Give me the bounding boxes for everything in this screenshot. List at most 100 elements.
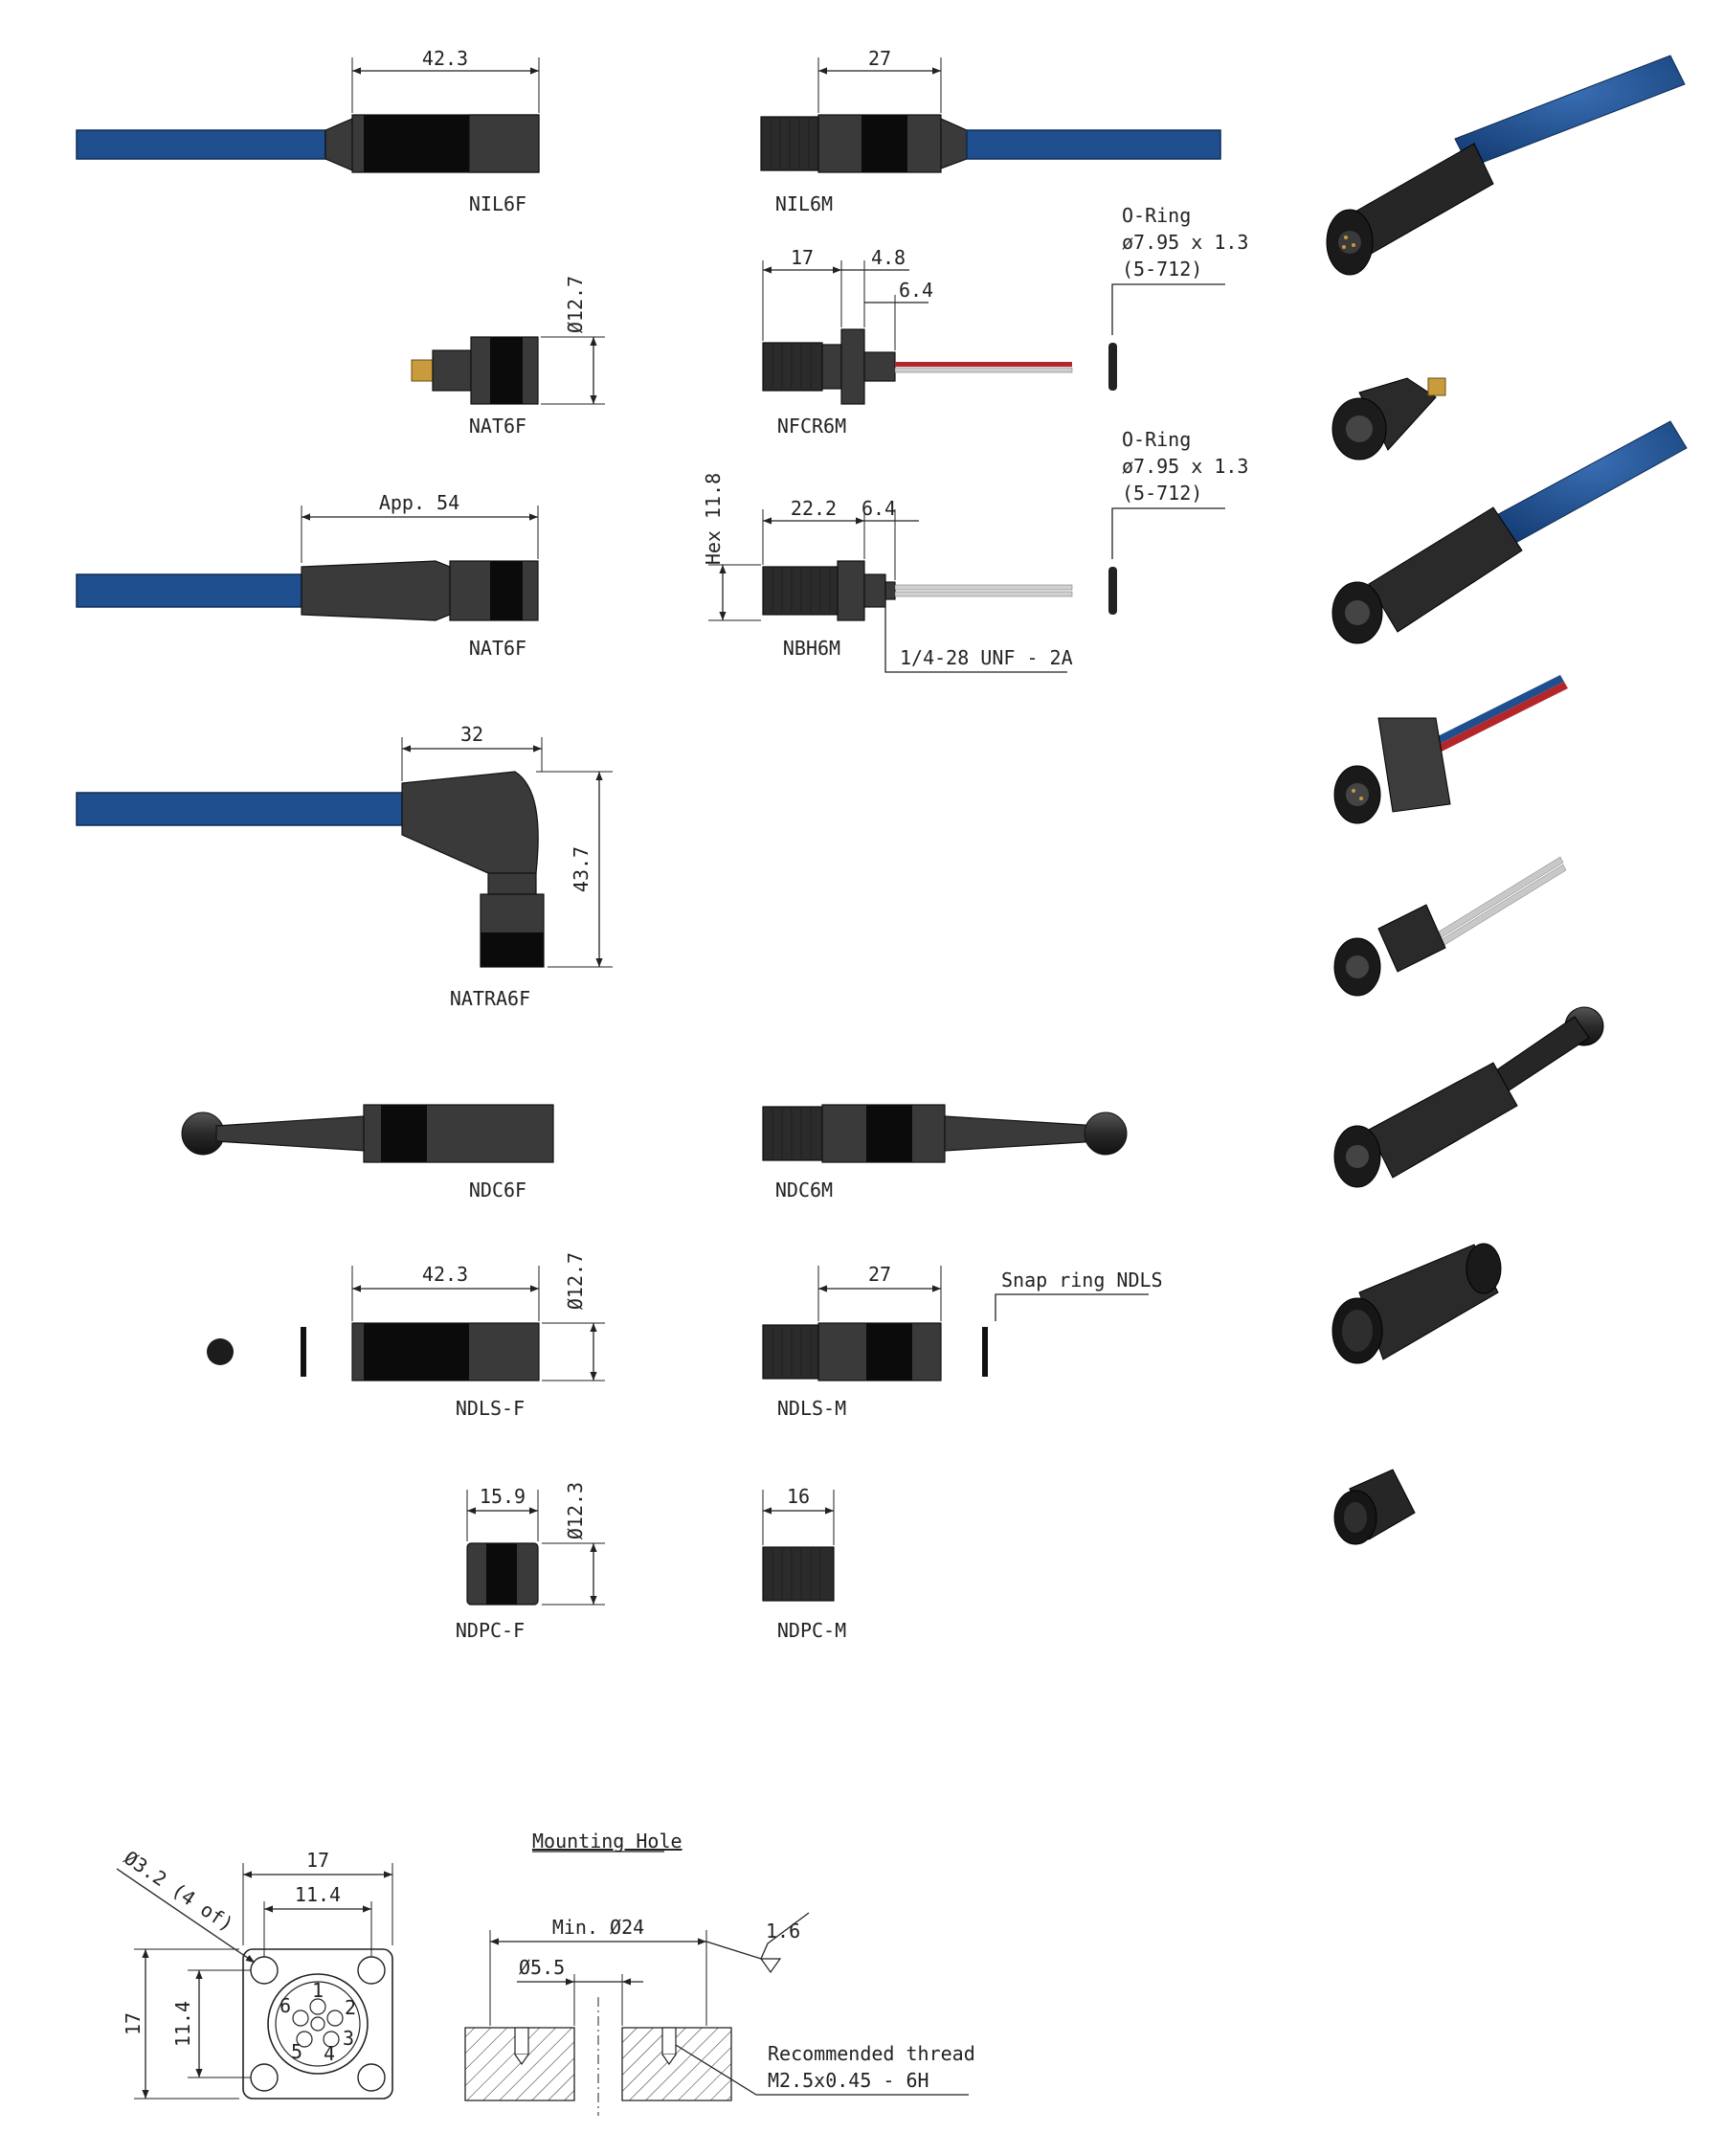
dimension-label: Hex 11.8 (702, 473, 725, 565)
nbh6m-drawing: Hex 11.8 22.2 6.4 1/4-28 UNF - 2A NBH6M (702, 473, 1073, 673)
wire (894, 591, 1073, 597)
dust-cap-strap (944, 1115, 1100, 1152)
pin-center (310, 2016, 325, 2032)
overmold (301, 560, 451, 621)
dimension-label: App. 54 (379, 491, 459, 514)
panel-section-right (621, 2027, 732, 2101)
grip-band (381, 1105, 427, 1162)
dimension-label: Ø5.5 (519, 1956, 565, 1979)
part-label: NDC6M (775, 1179, 833, 1202)
grip-band (866, 1323, 912, 1381)
cable (76, 792, 403, 826)
threaded-end (762, 1324, 819, 1380)
grip-band (364, 115, 469, 172)
ndpc-m-drawing: 16 NDPC-M (762, 1485, 846, 1642)
wire (894, 584, 1073, 591)
dimension-label: 27 (868, 47, 891, 70)
rear-body (863, 351, 896, 382)
pin (326, 2010, 344, 2027)
nfcr6m-drawing: 17 4.8 6.4 NFCR6M (762, 246, 1073, 438)
part-label: NIL6M (775, 192, 833, 215)
pin-number: 3 (343, 2027, 354, 2050)
grip-band (490, 337, 523, 404)
part-label: NDPC-F (456, 1619, 525, 1642)
dimension-label: 32 (460, 723, 483, 746)
part-label: NIL6F (469, 192, 526, 215)
dimension-label: 17 (306, 1849, 329, 1872)
connector-tip (468, 114, 540, 173)
dust-cap-ball (1084, 1112, 1128, 1156)
part-label: NDC6F (469, 1179, 526, 1202)
oring-size: ø7.95 x 1.3 (1122, 231, 1248, 254)
pin (323, 2031, 340, 2048)
hole-callout: Ø3.2 (4 of) (120, 1846, 237, 1936)
ndpc-f-drawing: 15.9 Ø12.3 NDPC-F (456, 1482, 605, 1642)
surface-finish: 1.6 (766, 1920, 800, 1943)
tapped-hole (514, 2027, 529, 2055)
mounting-hole-section: Mounting Hole Min. Ø24 Ø5.5 1.6 Recommen… (464, 1830, 975, 2116)
cable (76, 573, 302, 608)
render-ndls (1331, 1243, 1502, 1364)
hex-nut (837, 560, 865, 621)
threaded-end (762, 1106, 823, 1161)
threaded-cap (762, 1546, 835, 1602)
tapped-hole (661, 2027, 677, 2055)
grip-band (486, 1543, 517, 1605)
grip-band (490, 561, 523, 620)
dimension-label: 42.3 (422, 1263, 468, 1286)
dimension-label: 16 (787, 1485, 810, 1508)
cable (966, 129, 1221, 160)
oring-note-2: O-Ring ø7.95 x 1.3 (5-712) (1108, 428, 1248, 615)
red-wire (895, 362, 1072, 367)
nil6f-drawing: 42.3 NIL6F (76, 47, 540, 215)
dimension-label: 27 (868, 1263, 891, 1286)
snap-ring-end-view (207, 1338, 234, 1365)
dimension-label: Ø12.7 (564, 276, 587, 333)
pin (292, 2010, 309, 2027)
oring-section (1108, 343, 1117, 391)
dimension-label: Min. Ø24 (552, 1916, 644, 1939)
pin (296, 2031, 313, 2048)
grip-band (364, 1323, 469, 1381)
threaded-end (762, 566, 839, 616)
surface-finish-symbol (759, 1958, 782, 1974)
dust-cap-strap (215, 1115, 367, 1152)
pin (309, 1998, 326, 2015)
part-label: NBH6M (783, 637, 840, 660)
ndls-f-drawing: 42.3 Ø12.7 NDLS-F (207, 1252, 605, 1420)
oring-note-1: O-Ring ø7.95 x 1.3 (5-712) (1108, 204, 1248, 391)
part-label: NDLS-M (777, 1397, 846, 1420)
mounting-hole (250, 2063, 279, 2092)
pin-number: 1 (312, 1979, 324, 2002)
right-angle-housing (401, 771, 539, 882)
flange (840, 328, 865, 405)
dimension-label: 11.4 (295, 1883, 341, 1906)
part-label: NAT6F (469, 415, 526, 438)
thread-spec: 1/4-28 UNF - 2A (900, 646, 1073, 669)
grip-band (481, 932, 544, 967)
cable (76, 129, 326, 160)
pin-number: 6 (280, 1994, 291, 2017)
dimension-label: Ø12.7 (564, 1252, 587, 1310)
threaded-end (762, 342, 823, 392)
pin-number: 5 (291, 2040, 302, 2063)
oring-code: (5-712) (1122, 258, 1202, 281)
render-nbh6m (1333, 856, 1567, 997)
natra6f-drawing: 32 43.7 NATRA6F (76, 723, 613, 1010)
thread-note: M2.5x0.45 - 6H (768, 2069, 929, 2092)
nat6f-small-drawing: Ø12.7 NAT6F (411, 276, 605, 438)
grip-band (862, 115, 907, 172)
section-title: Mounting Hole (532, 1830, 682, 1853)
snap-ring (982, 1327, 988, 1377)
oring-title: O-Ring (1122, 204, 1191, 227)
connector-body (821, 344, 842, 390)
dimension-label: 42.3 (422, 47, 468, 70)
render-nil6m (1326, 55, 1686, 276)
flange-front-view: 1 2 3 4 5 6 17 11.4 17 11.4 Ø3.2 (4 of) (116, 1846, 393, 2100)
mounting-hole (357, 2063, 386, 2092)
grip-band (866, 1105, 912, 1162)
render-ndpc (1333, 1469, 1416, 1545)
strain-relief (324, 118, 353, 171)
rear-thread (884, 581, 896, 600)
